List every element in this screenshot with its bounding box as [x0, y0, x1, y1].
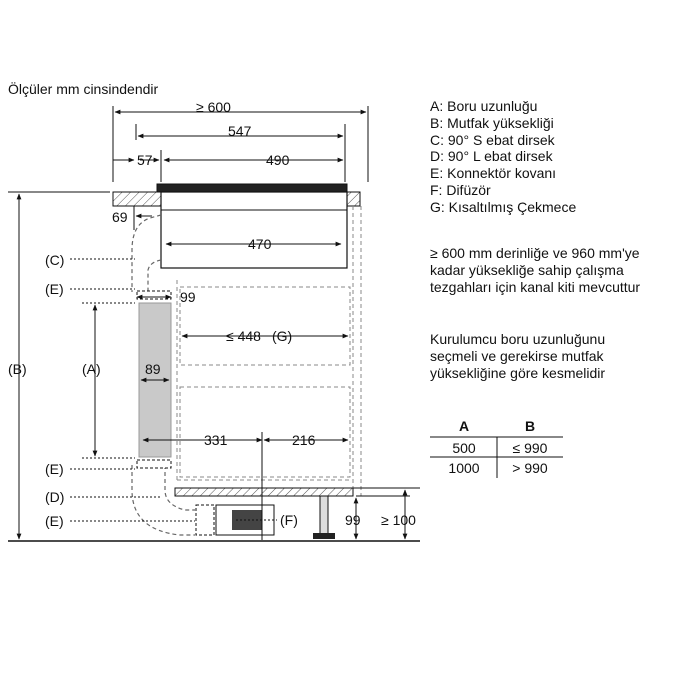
- dim-89: 89: [145, 361, 161, 377]
- legend-item: E: Konnektör kovanı: [430, 165, 557, 182]
- legend-item: G: Kısaltılmış Çekmece: [430, 198, 577, 215]
- dim-448-g: (G): [272, 328, 292, 344]
- label-E1: (E): [45, 281, 64, 297]
- legend-item: F: Difüzör: [430, 181, 491, 198]
- table-cell-r1-A: 500: [452, 440, 476, 456]
- dim-470: 470: [248, 236, 272, 252]
- dim-448: ≤ 448: [226, 328, 261, 344]
- connector-sleeve-top: [136, 290, 172, 300]
- connector-sleeve-bottom: [195, 504, 215, 536]
- table-header-A: A: [459, 418, 469, 434]
- connector-sleeve-mid: [136, 459, 172, 469]
- duct-path: [131, 214, 195, 536]
- label-A: (A): [82, 361, 101, 377]
- table-cell-r1-B: ≤ 990: [513, 440, 548, 456]
- dim-100: ≥ 100: [381, 512, 416, 528]
- dim-57: 57: [137, 152, 153, 168]
- label-D: (D): [45, 489, 64, 505]
- cooktop-body: [160, 191, 348, 269]
- dim-69: 69: [112, 209, 128, 225]
- units-caption: Ölçüler mm cinsindendir: [8, 81, 159, 97]
- label-F: (F): [280, 512, 298, 528]
- plinth-shelf: [174, 487, 354, 497]
- note-installer: Kurulumcu boru uzunluğunu seçmeli ve ger…: [430, 331, 606, 381]
- legend: A: Boru uzunluğu B: Mutfak yüksekliği C:…: [430, 98, 576, 216]
- legend-item: A: Boru uzunluğu: [430, 98, 538, 114]
- dim-216: 216: [292, 432, 316, 448]
- legend-item: D: 90° L ebat dirsek: [430, 148, 553, 165]
- label-E2: (E): [45, 461, 64, 477]
- table-cell-r2-A: 1000: [448, 460, 479, 476]
- legend-item: C: 90° S ebat dirsek: [430, 131, 555, 148]
- dim-99-top: 99: [180, 289, 196, 305]
- dim-331: 331: [204, 432, 228, 448]
- cooktop-top: [156, 183, 348, 193]
- dim-600: ≥ 600: [196, 99, 231, 115]
- label-B: (B): [8, 361, 27, 377]
- dim-547: 547: [228, 123, 252, 139]
- cabinet-foot: [319, 495, 329, 535]
- table-cell-r2-B: > 990: [512, 460, 548, 476]
- legend-item: B: Mutfak yüksekliği: [430, 114, 554, 131]
- label-C: (C): [45, 252, 64, 268]
- dim-99-bottom: 99: [345, 512, 361, 528]
- dim-490: 490: [266, 152, 290, 168]
- table-header-B: B: [525, 418, 535, 434]
- cabinet-outline: [176, 206, 362, 496]
- label-E3: (E): [45, 513, 64, 529]
- note-duct-kit: ≥ 600 mm derinliğe ve 960 mm'ye kadar yü…: [430, 245, 641, 295]
